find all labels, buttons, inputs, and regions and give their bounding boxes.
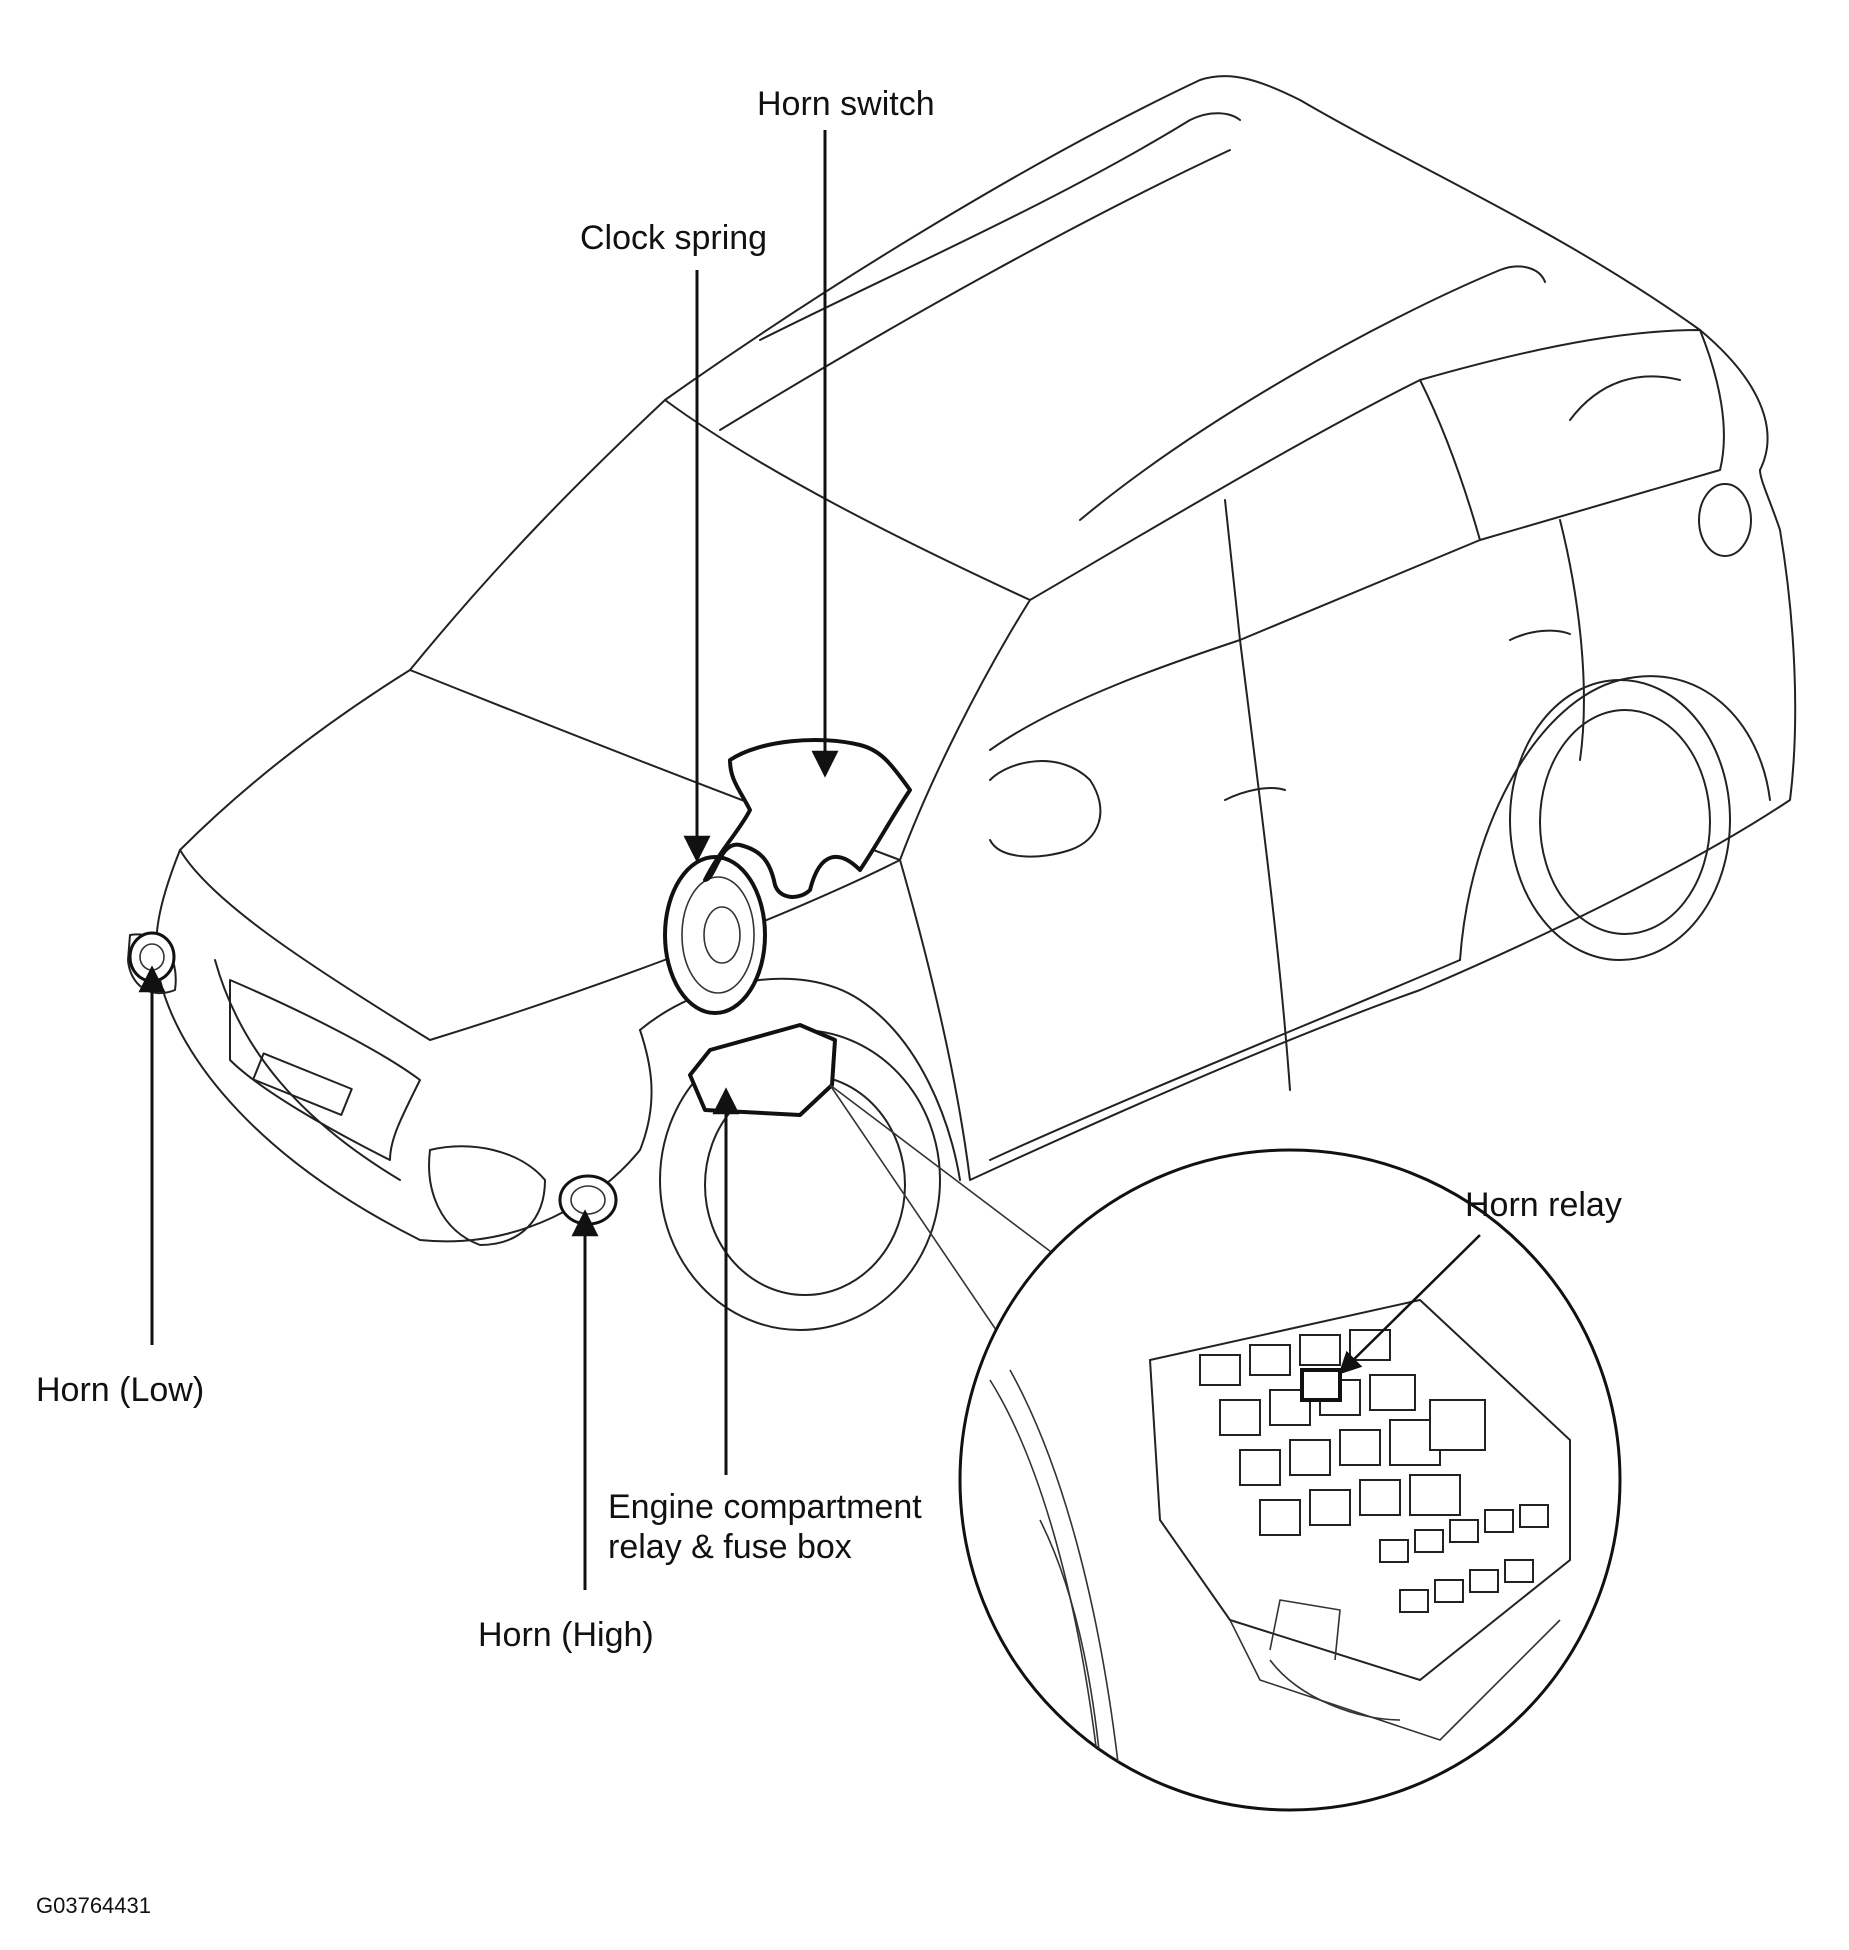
zoom-callout-line-lower	[829, 1084, 1076, 1271]
horn-high-part	[558, 1174, 618, 1226]
clock-spring-part	[663, 855, 767, 1015]
figure-code: G03764431	[36, 1893, 151, 1918]
label-horn-relay: Horn relay	[1465, 1186, 1622, 1224]
horn-switch-part	[703, 738, 912, 899]
vehicle-body	[127, 75, 1797, 1331]
label-clock-spring: Clock spring	[580, 219, 768, 257]
fuse-box-part	[688, 1023, 837, 1117]
leader-lines	[138, 130, 1481, 1590]
fuse-box-detail-view	[958, 1148, 1622, 1812]
fuse-row	[1379, 1504, 1549, 1613]
horn-relay-arrow	[1338, 1234, 1481, 1375]
horn-relay-part	[1300, 1368, 1342, 1402]
label-horn-low: Horn (Low)	[36, 1371, 205, 1409]
label-fuse-box-line2: relay & fuse box	[608, 1528, 852, 1566]
label-fuse-box-line1: Engine compartment	[608, 1488, 922, 1526]
label-horn-switch: Horn switch	[757, 85, 935, 123]
label-horn-high: Horn (High)	[478, 1616, 654, 1654]
